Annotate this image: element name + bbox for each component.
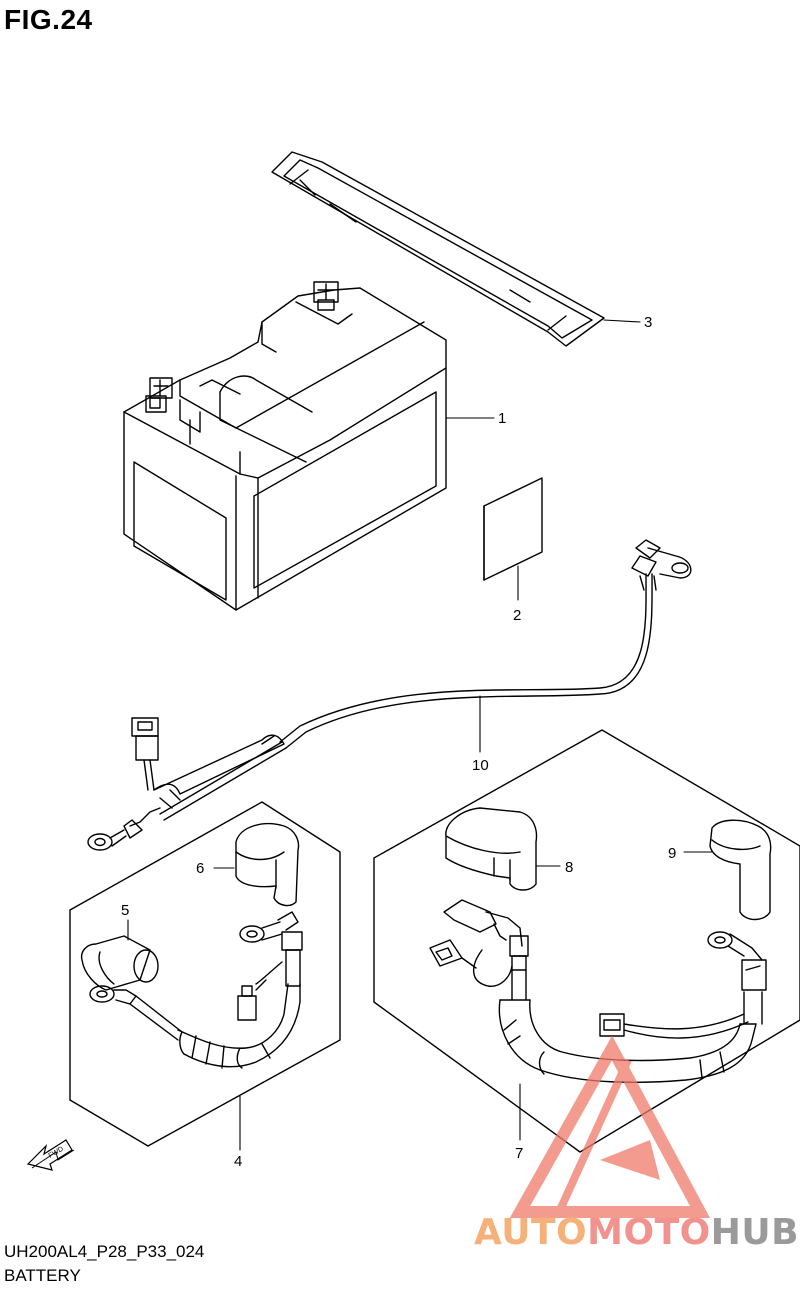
watermark-part-hub: HUB [710,1212,800,1253]
callout-4: 4 [234,1153,242,1170]
callout-9: 9 [668,845,676,862]
watermark-part-moto: MOTO [587,1212,711,1253]
harness-7-box [373,729,800,1153]
watermark-part-auto: AUTO [474,1212,588,1253]
wire-harness-7 [429,899,767,1083]
callout-5: 5 [121,902,129,919]
terminal-boot-5 [80,935,159,991]
callout-10: 10 [472,757,489,774]
battery-cable [87,539,692,851]
watermark-text: AUTOMOTOHUB [474,1212,799,1253]
diagram-code: UH200AL4_P28_P33_024 [4,1242,205,1261]
terminal-cap-8 [445,807,538,891]
callout-8: 8 [565,859,573,876]
leader-lines [127,319,713,1151]
callout-labels: 1 2 3 4 5 6 7 8 9 10 [121,314,676,1170]
callout-3: 3 [644,314,652,331]
callout-7: 7 [515,1145,523,1162]
callout-2: 2 [513,607,521,624]
fwd-arrow-icon: FWD [26,1139,75,1171]
wire-harness-4 [89,911,303,1069]
callout-6: 6 [196,860,204,877]
battery-label-card [483,477,543,581]
terminal-cap-6 [235,823,300,907]
watermark-logo-icon [509,1035,711,1218]
battery-strap [271,151,605,347]
diagram-name: BATTERY [4,1266,81,1285]
harness-4-box [69,801,341,1147]
terminal-cap-9 [709,819,772,921]
battery [123,281,447,611]
callout-1: 1 [498,410,506,427]
figure-title: FIG.24 [4,4,93,35]
